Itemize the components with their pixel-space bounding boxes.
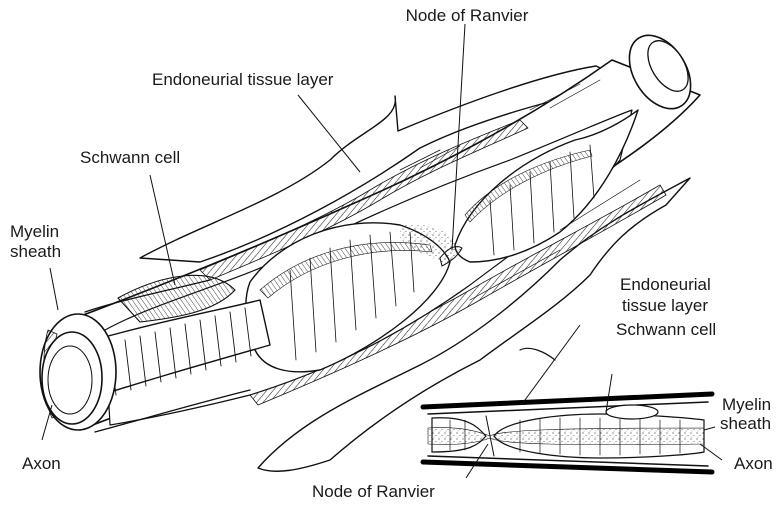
- leader-schwann-cell-top: [150, 175, 175, 285]
- leader-myelin-sheath-left: [50, 268, 58, 310]
- label-myelin-sheath-line2: sheath: [10, 242, 61, 261]
- label-endoneurial-tissue-layer: Endoneurial tissue layer: [152, 70, 333, 89]
- label-myelin-small-line1: Myelin: [722, 395, 771, 414]
- label-axon-small: Axon: [734, 454, 773, 473]
- label-node-of-ranvier-bottom: Node of Ranvier: [312, 482, 435, 501]
- label-myelin-small-line2: sheath: [720, 414, 771, 433]
- leader-myelin-sheath-small: [704, 427, 715, 430]
- inset-endoneurial-top-band: [423, 394, 712, 407]
- main-nerve-fiber: [40, 24, 703, 471]
- label-schwann-cell: Schwann cell: [80, 148, 180, 167]
- cut-face-axon-core: [48, 346, 92, 414]
- label-myelin-sheath-line1: Myelin: [10, 222, 59, 241]
- label-axon: Axon: [22, 454, 61, 473]
- inset-axon-core: [428, 428, 704, 445]
- leader-axon-left: [42, 405, 52, 440]
- inset-endoneurial-bottom-band: [423, 462, 712, 472]
- label-node-of-ranvier-top: Node of Ranvier: [382, 6, 552, 25]
- leader-node-of-ranvier-bottom: [466, 444, 488, 478]
- inset-nerve-fiber: [423, 394, 712, 472]
- label-endoneurial-small-line2: tissue layer: [622, 296, 708, 315]
- label-endoneurial-small-line1: Endoneurial: [620, 275, 711, 294]
- endoneurial-sheet-lower-edge: [520, 348, 555, 360]
- label-schwann-cell-small: Schwann cell: [616, 320, 716, 339]
- leader-endoneurial-small: [522, 325, 580, 404]
- inset-schwann-nucleus: [606, 405, 658, 419]
